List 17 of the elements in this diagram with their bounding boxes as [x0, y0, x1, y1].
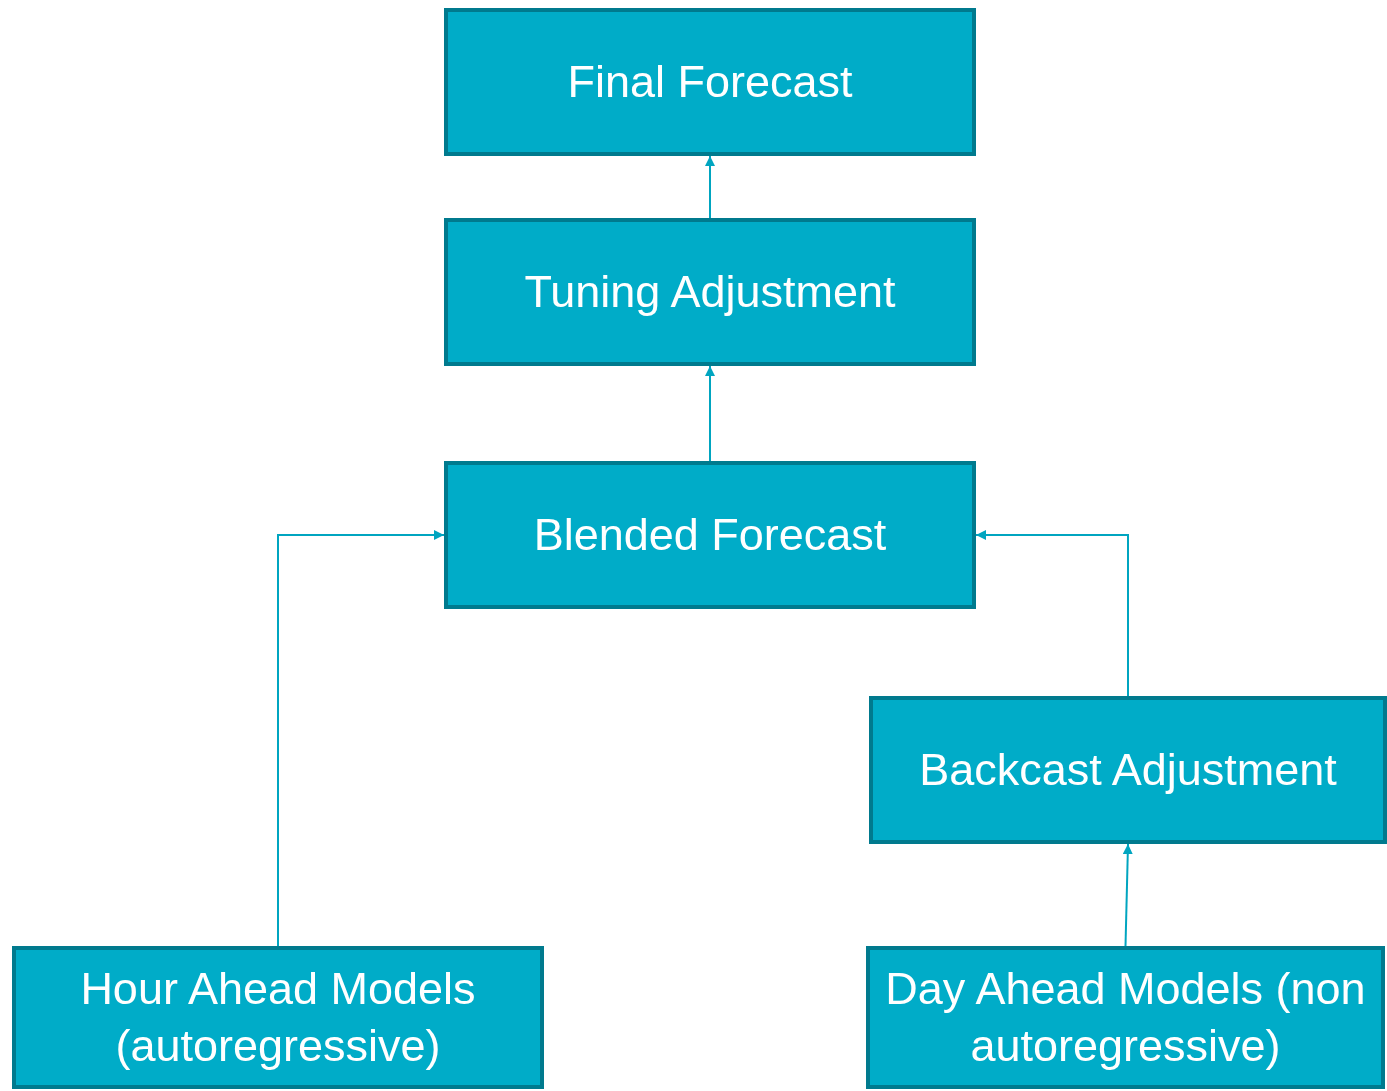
box-label: Day Ahead Models (non autoregressive) [884, 962, 1367, 1073]
arrow [705, 365, 715, 462]
box-label: Blended Forecast [533, 507, 887, 562]
process-box [866, 946, 1385, 1089]
process-box [869, 696, 1387, 844]
process-box [444, 8, 976, 156]
box-label: Final Forecast [567, 54, 853, 109]
box-label: Tuning Adjustment [524, 264, 896, 319]
box-label: Backcast Adjustment [919, 742, 1337, 797]
process-box [444, 461, 976, 609]
box-label: Hour Ahead Models (autoregressive) [79, 962, 477, 1073]
arrow [1122, 843, 1133, 947]
process-box [12, 946, 544, 1089]
process-box [444, 218, 976, 366]
arrow [277, 530, 445, 947]
arrow [705, 155, 715, 219]
arrow [975, 530, 1129, 697]
